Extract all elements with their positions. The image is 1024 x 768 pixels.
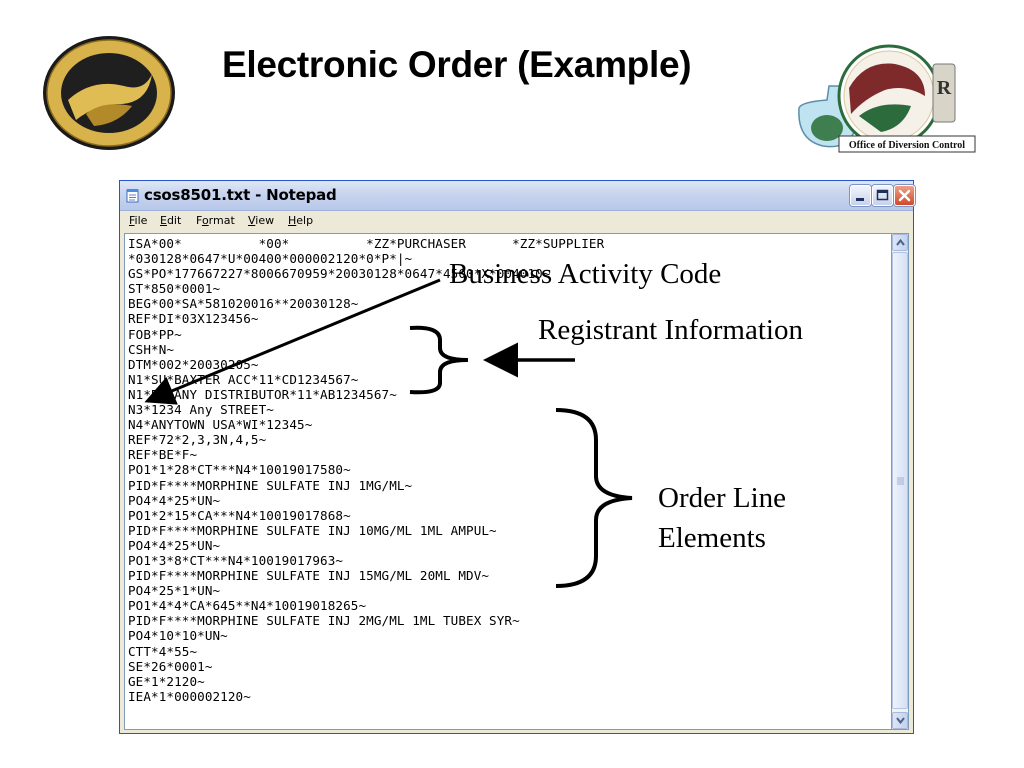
maximize-icon	[876, 189, 889, 201]
text-line: PO1*2*15*CA***N4*10019017868~	[128, 507, 351, 523]
text-line: *030128*0647*U*00400*000002120*0*P*|~	[128, 251, 413, 267]
text-line: N4*ANYTOWN USA*WI*12345~	[128, 417, 313, 433]
diversion-control-logo: R Office of Diversion Control	[798, 44, 976, 153]
window-title: csos8501.txt - Notepad	[144, 186, 337, 204]
text-line: PO4*10*10*UN~	[128, 628, 228, 644]
text-line: IEA*1*000002120~	[128, 688, 251, 704]
label-registrant-information: Registrant Information	[538, 314, 803, 346]
close-button[interactable]	[894, 185, 915, 206]
notepad-icon	[126, 189, 139, 203]
menu-format[interactable]: Format	[196, 214, 235, 227]
minimize-button[interactable]	[850, 185, 871, 206]
menu-file[interactable]: File	[129, 214, 148, 227]
close-icon	[898, 189, 911, 202]
text-line: PO1*4*4*CA*645**N4*10019018265~	[128, 598, 367, 614]
label-elements: Elements	[658, 522, 766, 554]
text-line: PO4*4*25*UN~	[128, 492, 221, 508]
text-line: PO4*25*1*UN~	[128, 583, 221, 599]
label-business-activity-code: Business Activity Code	[449, 258, 722, 290]
arrow-up-icon	[896, 239, 905, 246]
vertical-scrollbar[interactable]	[892, 233, 909, 730]
arrow-down-icon	[896, 717, 905, 724]
text-line: REF*72*2,3,3N,4,5~	[128, 432, 267, 448]
text-line: PO1*3*8*CT***N4*10019017963~	[128, 552, 344, 568]
text-line: PID*F****MORPHINE SULFATE INJ 15MG/ML 20…	[128, 568, 490, 584]
notepad-window: csos8501.txt - Notepad File Edit Format …	[119, 180, 915, 734]
scroll-thumb[interactable]	[892, 252, 908, 709]
text-line: PID*F****MORPHINE SULFATE INJ 2MG/ML 1ML…	[128, 613, 520, 629]
text-line: REF*BE*F~	[128, 447, 198, 463]
label-order-line: Order Line	[658, 482, 787, 514]
minimize-icon	[856, 198, 864, 201]
rx-letter: R	[937, 77, 952, 99]
text-line: GS*PO*177667227*8006670959*20030128*0647…	[128, 266, 551, 282]
text-line: GE*1*2120~	[128, 673, 205, 689]
text-line: CTT*4*55~	[128, 643, 198, 659]
menu-view[interactable]: View	[248, 214, 275, 227]
maximize-button[interactable]	[872, 185, 893, 206]
label-order-line-elements: Order Line Elements	[658, 478, 786, 558]
scroll-down-button[interactable]	[892, 712, 908, 729]
text-line: DTM*002*20030205~	[128, 356, 259, 372]
text-line: PO1*1*28*CT***N4*10019017580~	[128, 462, 351, 478]
menu-edit[interactable]: Edit	[160, 214, 182, 227]
text-line: N1*SU*BAXTER ACC*11*CD1234567~	[128, 371, 359, 387]
text-line: PID*F****MORPHINE SULFATE INJ 1MG/ML~	[128, 477, 413, 493]
slide-title: Electronic Order (Example)	[222, 44, 692, 85]
document-text[interactable]: ISA*00* *00* *ZZ*PURCHASER *ZZ*SUPPLIER*…	[125, 234, 891, 704]
text-line: PO4*4*25*UN~	[128, 537, 221, 553]
title-bar[interactable]: csos8501.txt - Notepad	[120, 181, 915, 211]
menu-help[interactable]: Help	[288, 214, 314, 227]
menu-bar: File Edit Format View Help	[120, 211, 913, 231]
text-line: SE*26*0001~	[128, 658, 213, 674]
text-line: PID*F****MORPHINE SULFATE INJ 10MG/ML 1M…	[128, 522, 497, 538]
text-line: N1*BY*ANY DISTRIBUTOR*11*AB1234567~	[128, 386, 397, 402]
scroll-up-button[interactable]	[892, 234, 908, 251]
grip-icon	[897, 477, 904, 485]
text-line: ISA*00* *00* *ZZ*PURCHASER *ZZ*SUPPLIER	[128, 236, 605, 251]
text-line: N3*1234 Any STREET~	[128, 402, 274, 418]
logo-caption: Office of Diversion Control	[849, 140, 965, 151]
dea-seal-logo	[43, 36, 175, 150]
